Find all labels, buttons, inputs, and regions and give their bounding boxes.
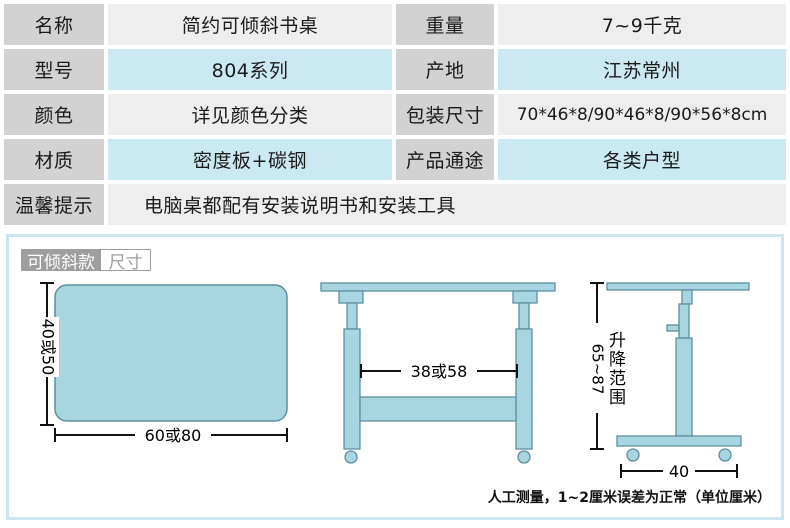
label-origin: 产地 bbox=[396, 49, 494, 90]
diagram-title-tag: 尺寸 bbox=[101, 249, 151, 273]
top-view: 40或50 60或80 bbox=[35, 282, 288, 445]
label-usage: 产品通途 bbox=[396, 139, 494, 180]
diagram-title: 可倾斜款 bbox=[21, 249, 101, 273]
label-tips: 温馨提示 bbox=[4, 184, 104, 225]
label-name: 名称 bbox=[4, 4, 104, 45]
value-color: 详见颜色分类 bbox=[108, 94, 392, 135]
front-upper-leg-left bbox=[346, 302, 358, 330]
front-wheel-left bbox=[344, 450, 358, 464]
value-name: 简约可倾斜书桌 bbox=[108, 4, 392, 45]
front-leg-right bbox=[515, 328, 533, 450]
base-label: 40 bbox=[669, 462, 689, 481]
front-bracket-right bbox=[512, 290, 538, 304]
side-lower-post bbox=[675, 337, 693, 437]
side-tilt-joint bbox=[681, 289, 693, 305]
side-knob bbox=[666, 324, 680, 332]
label-material: 材质 bbox=[4, 139, 104, 180]
front-dimension: 38或58 bbox=[360, 361, 518, 381]
front-wheel-right bbox=[517, 450, 531, 464]
measurement-note: 人工测量，1~2厘米误差为正常（单位厘米） bbox=[487, 490, 771, 506]
height-label-bg bbox=[585, 323, 635, 413]
front-upper-leg-right bbox=[518, 302, 530, 330]
value-origin: 江苏常州 bbox=[498, 49, 786, 90]
value-material: 密度板+碳钢 bbox=[108, 139, 392, 180]
depth-label-bg bbox=[35, 317, 59, 377]
value-tips: 电脑桌都配有安装说明书和安装工具 bbox=[108, 184, 786, 225]
front-view bbox=[320, 282, 556, 464]
side-wheel-left bbox=[626, 448, 640, 462]
inner-width-label-bg bbox=[401, 361, 477, 381]
inner-width-label: 38或58 bbox=[411, 362, 468, 381]
value-model: 804系列 bbox=[108, 49, 392, 90]
depth-label: 40或50 bbox=[39, 319, 58, 376]
dimension-diagram: 可倾斜款 尺寸 40或50 60或80 bbox=[6, 234, 784, 520]
value-weight: 7~9千克 bbox=[498, 4, 786, 45]
side-view bbox=[606, 282, 750, 462]
label-model: 型号 bbox=[4, 49, 104, 90]
height-range-label: 65~87 bbox=[589, 344, 607, 395]
base-label-bg bbox=[663, 461, 695, 481]
side-upper-post bbox=[678, 303, 690, 339]
front-bracket-left bbox=[338, 290, 364, 304]
diagram-drawing: 40或50 60或80 38或58 bbox=[35, 282, 750, 481]
desk-top-rect bbox=[54, 284, 288, 422]
value-package-size: 70*46*8/90*46*8/90*56*8cm bbox=[498, 94, 786, 135]
width-label: 60或80 bbox=[145, 426, 202, 445]
height-label: 升降范围 bbox=[605, 331, 626, 407]
side-tabletop bbox=[606, 282, 750, 291]
side-dimension: 65~87 升降范围 40 bbox=[585, 282, 738, 481]
value-usage: 各类户型 bbox=[498, 139, 786, 180]
label-package-size: 包装尺寸 bbox=[396, 94, 494, 135]
side-base bbox=[616, 435, 742, 447]
side-wheel-right bbox=[718, 448, 732, 462]
label-color: 颜色 bbox=[4, 94, 104, 135]
front-tabletop bbox=[320, 282, 556, 292]
width-label-bg bbox=[135, 425, 211, 445]
front-leg-left bbox=[343, 328, 361, 450]
label-weight: 重量 bbox=[396, 4, 494, 45]
front-crossbar bbox=[359, 396, 517, 422]
